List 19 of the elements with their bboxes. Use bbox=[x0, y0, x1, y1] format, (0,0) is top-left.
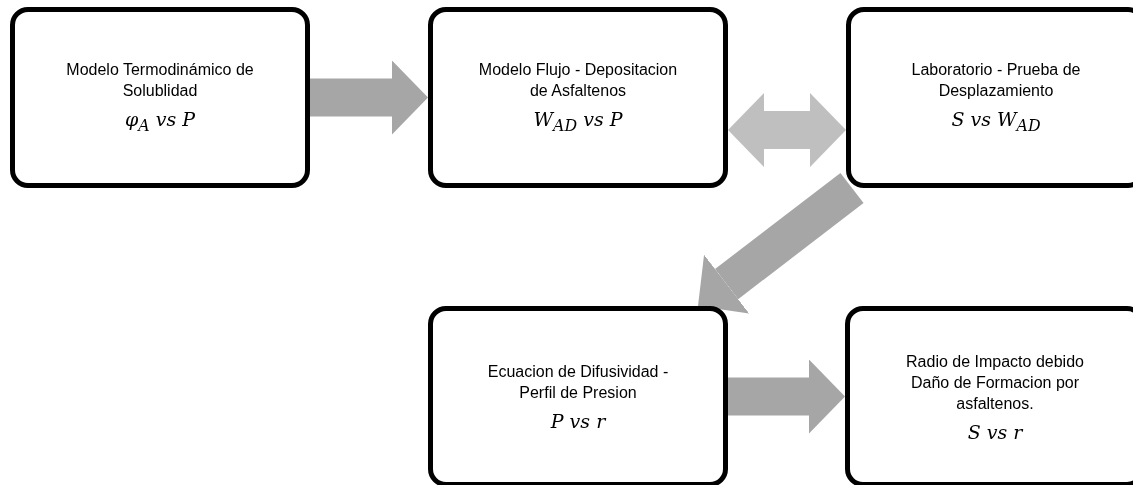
formula-text: W$_{AD}$ vs P bbox=[533, 109, 623, 136]
process-box bbox=[846, 7, 1133, 188]
box-title: Modelo Termodinámico de Solublidad bbox=[65, 60, 255, 102]
block-arrow bbox=[698, 172, 864, 314]
box-title: Ecuacion de Difusividad - Perfil de Presion bbox=[486, 362, 670, 403]
block-arrow bbox=[310, 60, 428, 135]
box-title: Laboratorio - Prueba de Desplazamiento bbox=[910, 60, 1082, 102]
formula-text: φ$_{A}$ vs P bbox=[124, 109, 196, 136]
formula-text: S vs W$_{AD}$ bbox=[951, 109, 1041, 136]
process-box bbox=[428, 306, 728, 485]
formula-text: P vs r bbox=[550, 411, 606, 432]
process-box bbox=[428, 7, 728, 188]
process-box bbox=[845, 306, 1133, 485]
process-box bbox=[10, 7, 310, 188]
block-arrow bbox=[728, 93, 846, 168]
formula-text: S vs r bbox=[967, 421, 1023, 443]
block-arrow bbox=[728, 359, 845, 434]
box-title: Radio de Impacto debido Daño de Formacion por asfaltenos. bbox=[905, 351, 1085, 414]
box-title: Modelo Flujo - Depositacion de Asfaltenos bbox=[478, 60, 678, 102]
